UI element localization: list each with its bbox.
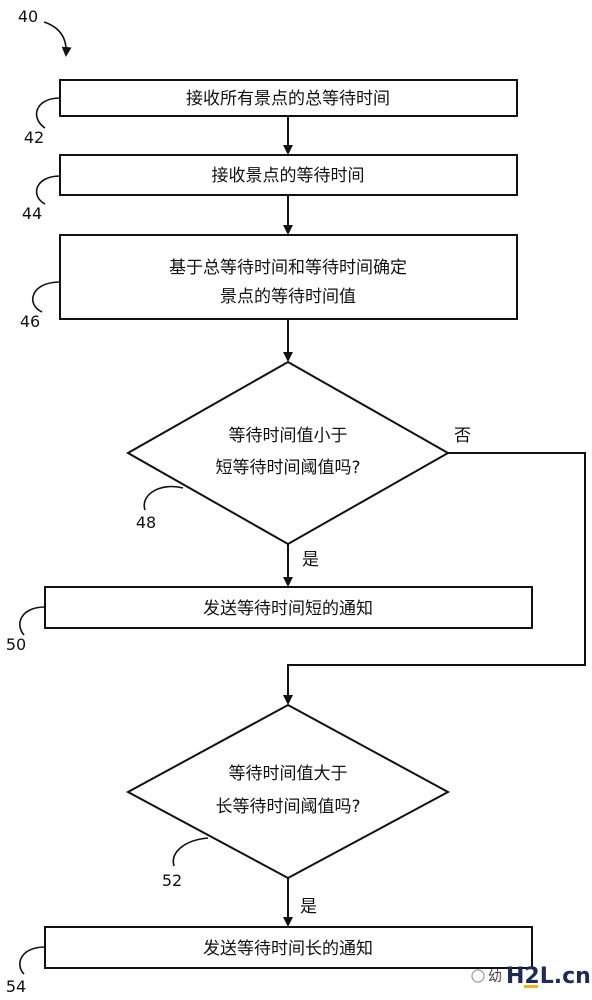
step-determine-wait-value-line1: 基于总等待时间和等待时间确定 bbox=[169, 258, 407, 278]
ref-48-leader bbox=[143, 485, 184, 511]
watermark-prefix: 幼 bbox=[488, 969, 502, 985]
ref-52-leader bbox=[172, 837, 209, 867]
ref-46-label: 46 bbox=[20, 312, 40, 331]
step-receive-wait-text: 接收景点的等待时间 bbox=[212, 166, 365, 186]
arrow-48-no-to-52 bbox=[283, 452, 586, 705]
decision-below-short-threshold-line1: 等待时间值小于 bbox=[229, 426, 348, 446]
ref-54-leader bbox=[19, 946, 46, 975]
branch-yes-label-52: 是 bbox=[300, 897, 317, 917]
ref-54-label: 54 bbox=[6, 977, 26, 996]
watermark-chat-icon bbox=[471, 969, 485, 983]
decision-above-long-threshold-line2: 长等待时间阈值吗? bbox=[215, 797, 360, 817]
ref-50-leader bbox=[19, 606, 46, 636]
branch-no-label-48: 否 bbox=[454, 426, 471, 446]
step-send-long-notice-box bbox=[44, 926, 533, 969]
step-send-short-notice-text: 发送等待时间短的通知 bbox=[203, 599, 373, 619]
watermark-accent bbox=[524, 985, 538, 988]
decision-below-short-threshold-diamond bbox=[125, 360, 451, 546]
decision-below-short-threshold-line2: 短等待时间阈值吗? bbox=[215, 458, 360, 478]
step-send-long-notice-text: 发送等待时间长的通知 bbox=[203, 939, 373, 959]
watermark: 幼 H2L.cn bbox=[471, 964, 591, 989]
step-determine-wait-value-line2: 景点的等待时间值 bbox=[220, 287, 356, 307]
figure-ref-arrow bbox=[43, 21, 72, 57]
step-receive-total-wait-text: 接收所有景点的总等待时间 bbox=[186, 89, 390, 109]
ref-44-leader bbox=[35, 175, 61, 205]
ref-42-leader bbox=[35, 97, 61, 129]
step-send-short-notice-box bbox=[44, 586, 533, 629]
step-receive-wait-box bbox=[59, 154, 518, 196]
ref-48-label: 48 bbox=[136, 513, 156, 532]
watermark-brand: H2L.cn bbox=[506, 964, 591, 989]
decision-above-long-threshold-line1: 等待时间值大于 bbox=[229, 764, 348, 784]
ref-44-label: 44 bbox=[22, 204, 42, 223]
figure-ref-label: 40 bbox=[18, 7, 38, 26]
ref-42-label: 42 bbox=[24, 128, 44, 147]
ref-46-leader bbox=[32, 281, 61, 313]
ref-50-label: 50 bbox=[6, 635, 26, 654]
ref-52-label: 52 bbox=[162, 871, 182, 890]
step-determine-wait-value-box bbox=[59, 234, 518, 320]
branch-yes-label-48: 是 bbox=[302, 550, 319, 570]
